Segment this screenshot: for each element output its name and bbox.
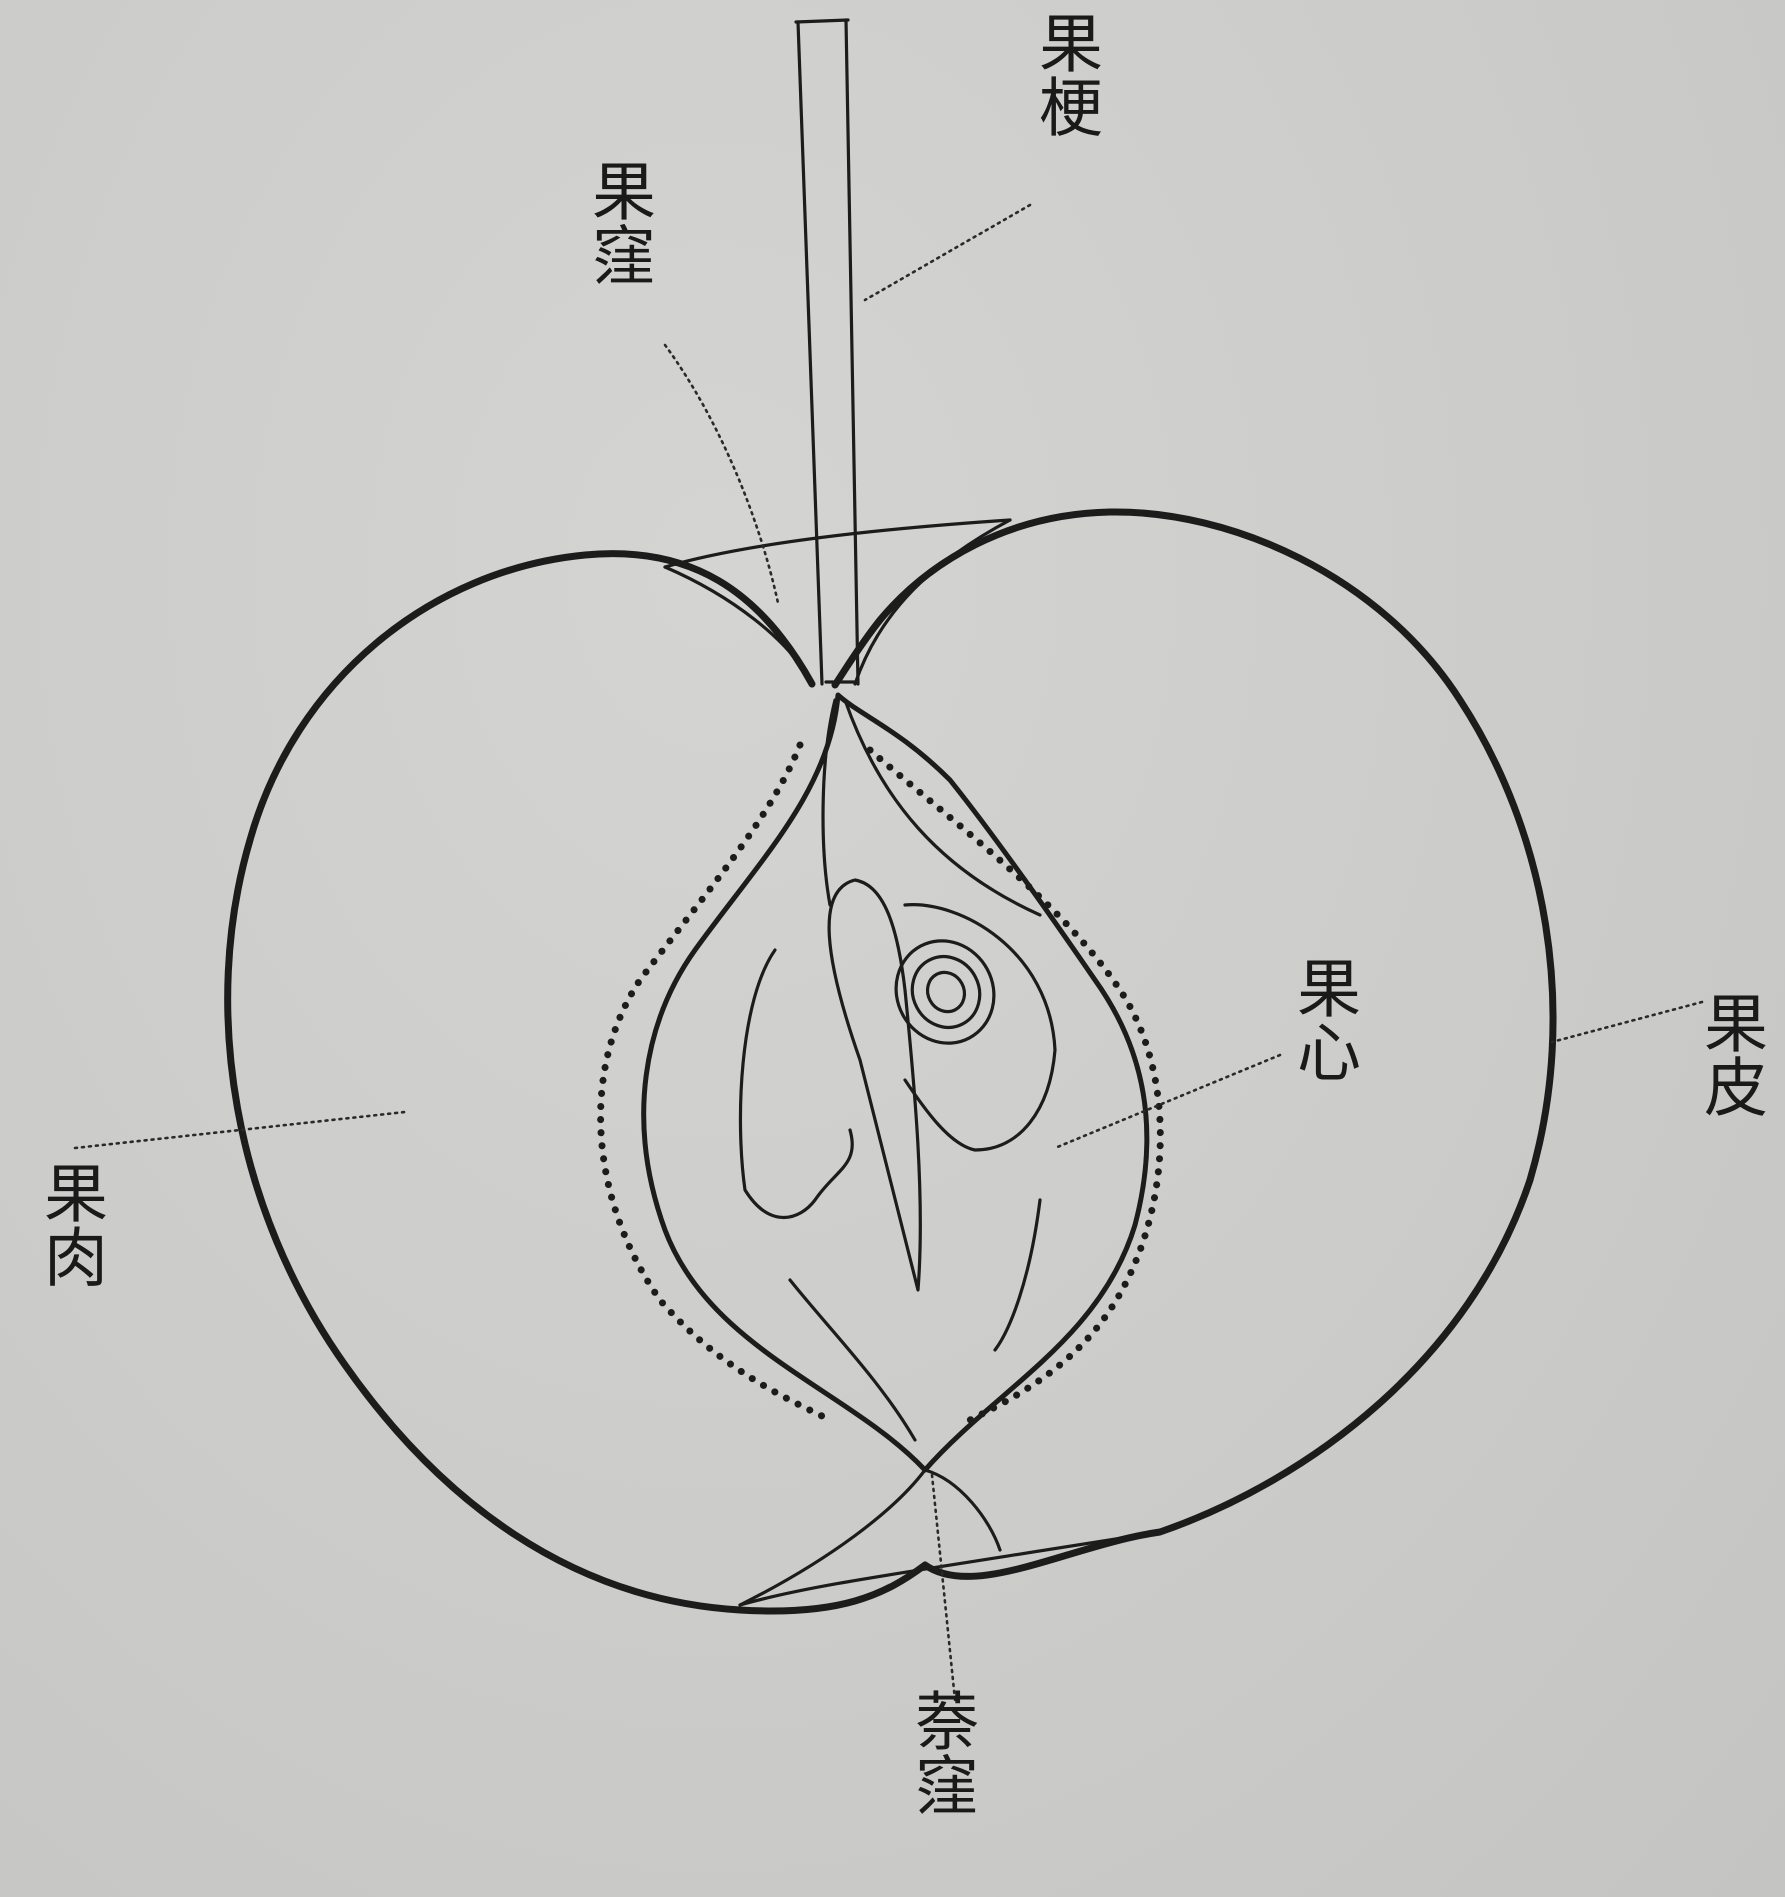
label-core: 果心 xyxy=(1275,955,1365,1083)
label-stalk: 果梗 xyxy=(1017,10,1107,138)
seed-round-center xyxy=(921,966,972,1018)
core-strand-right xyxy=(995,1200,1040,1350)
leader-calyx-basin xyxy=(932,1475,955,1700)
stalk-top xyxy=(796,20,848,22)
label-flesh: 果肉 xyxy=(22,1160,112,1288)
stalk-right-edge xyxy=(846,20,858,684)
core-dotted-boundary xyxy=(601,745,1161,1420)
stalk-cavity-rim xyxy=(665,520,1010,567)
label-calyx-basin: 萘窪 xyxy=(893,1688,983,1816)
stalk-cavity-inner-left xyxy=(665,567,812,684)
carpel-left xyxy=(740,950,852,1218)
leader-skin xyxy=(1552,1002,1702,1042)
leader-core xyxy=(1055,1055,1280,1148)
label-skin: 果皮 xyxy=(1682,990,1772,1118)
label-stalk-cavity: 果窪 xyxy=(570,158,660,286)
stalk-cavity-inner-right xyxy=(855,520,1010,684)
calyx-basin-rim xyxy=(740,1532,1160,1605)
core-strand-left xyxy=(790,1280,915,1440)
leader-stalk xyxy=(865,205,1030,300)
stalk-left-edge xyxy=(798,22,822,684)
